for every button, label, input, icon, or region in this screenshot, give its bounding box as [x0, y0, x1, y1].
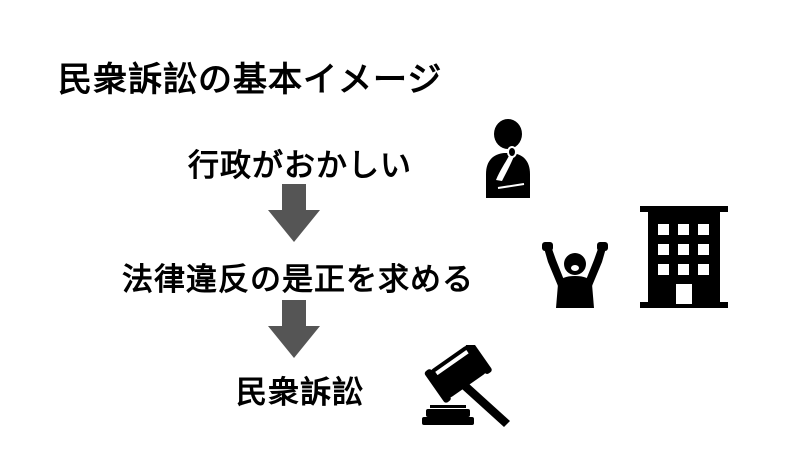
down-arrow-icon [268, 300, 320, 358]
step-public-lawsuit: 民衆訴訟 [236, 375, 364, 411]
step-seek-correction: 法律違反の是正を求める [122, 262, 474, 298]
protesting-person-icon [542, 242, 608, 308]
thinking-person-icon [486, 119, 530, 198]
government-building-icon [640, 206, 728, 308]
slide-title: 民衆訴訟の基本イメージ [58, 60, 443, 100]
step-administration-wrong: 行政がおかしい [188, 148, 412, 184]
gavel-icon [422, 345, 510, 427]
down-arrow-icon [268, 184, 320, 242]
